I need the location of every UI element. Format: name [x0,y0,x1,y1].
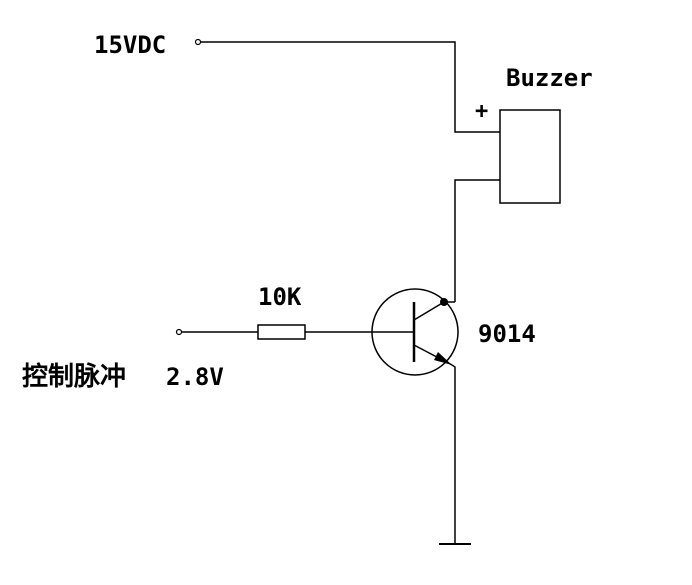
resistor-label: 10K [258,283,302,311]
buzzer-label: Buzzer [506,64,593,92]
control-terminal [175,328,183,336]
transistor-circle [371,288,459,376]
emitter-arrow [434,352,452,365]
control-voltage-label: 2.8V [166,363,224,391]
supply-wire [201,41,500,133]
transistor-label: 9014 [478,320,536,348]
transistor-collector [413,301,445,321]
resistor-body [257,324,306,340]
control-pulse-label: 控制脉冲 [22,362,126,392]
supply-terminal [194,38,202,46]
buzzer-plus-label: + [475,99,488,124]
supply-label: 15VDC [94,31,166,59]
buzzer-box [499,109,561,204]
emitter-wire [451,364,456,544]
collector-wire [454,179,500,302]
